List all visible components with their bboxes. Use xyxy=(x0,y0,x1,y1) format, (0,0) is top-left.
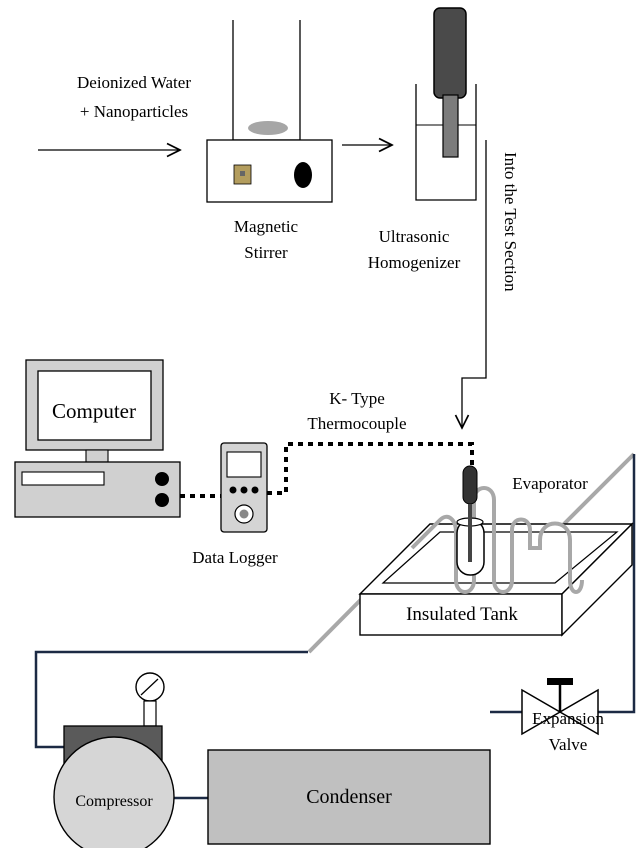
magnetic-stirrer xyxy=(206,20,333,203)
thermocouple-label-line2: Thermocouple xyxy=(307,414,406,433)
compressor xyxy=(53,672,175,848)
expansion-valve-icon xyxy=(521,678,599,736)
probe-handle xyxy=(462,465,478,505)
valve-right-triangle xyxy=(558,688,599,736)
computer: Computer xyxy=(14,359,181,518)
compressor-body xyxy=(53,736,175,848)
expansion-valve-label-line2: Valve xyxy=(549,735,588,754)
data-logger xyxy=(220,442,268,533)
stirrer-base xyxy=(206,139,333,203)
into-test-section-label: Into the Test Section xyxy=(501,152,520,292)
expansion-valve-label-line1: Expansion xyxy=(532,709,604,728)
stirrer-dial-dot xyxy=(240,171,245,176)
monitor-screen xyxy=(37,370,152,441)
stirrer-knob-icon xyxy=(294,162,312,188)
evaporator-label: Evaporator xyxy=(512,474,588,493)
insulated-tank-label: Insulated Tank xyxy=(406,604,518,625)
homogenizer-beaker xyxy=(415,84,477,201)
stirrer-label-line2: Stirrer xyxy=(244,243,288,262)
valve-left-triangle xyxy=(521,688,562,736)
compressor-label: Compressor xyxy=(75,793,153,810)
logger-dial-center xyxy=(239,509,249,519)
suction-line xyxy=(34,650,308,749)
ultrasonic-homogenizer xyxy=(415,7,477,201)
stirrer-label-line1: Magnetic xyxy=(234,217,299,236)
homogenizer-body xyxy=(433,7,467,99)
homogenizer-label-line2: Homogenizer xyxy=(368,253,461,272)
tank-opening xyxy=(381,531,619,584)
nanofluid-preparation: Deionized Water + Nanoparticles Magnetic… xyxy=(38,7,520,428)
into-test-section-arrow xyxy=(462,140,487,428)
logger-button-icon xyxy=(240,486,248,494)
homogenizer-label-line1: Ultrasonic xyxy=(379,227,450,246)
condenser xyxy=(207,749,491,845)
logger-button-icon xyxy=(251,486,259,494)
tank-side-face xyxy=(561,522,633,637)
evaporator-coil xyxy=(410,486,584,594)
water-label-line2: + Nanoparticles xyxy=(80,102,188,121)
condenser-label: Condenser xyxy=(306,786,392,808)
logger-display xyxy=(226,451,262,478)
power-button-icon xyxy=(155,472,169,486)
gauge-stem xyxy=(143,700,157,727)
disk-drive-slot xyxy=(21,471,105,486)
computer-label: Computer xyxy=(52,399,136,423)
valve-handle xyxy=(547,678,573,685)
reset-button-icon xyxy=(155,493,169,507)
liquid-line xyxy=(598,454,636,714)
gauge-needle xyxy=(140,678,159,696)
homogenizer-probe xyxy=(442,94,459,158)
water-label-line1: Deionized Water xyxy=(77,73,191,92)
thermocouple-label-line1: K- Type xyxy=(329,389,385,408)
computer-case xyxy=(14,461,181,518)
thermocouple-cable xyxy=(267,442,474,495)
stir-bar xyxy=(248,121,288,135)
thermocouple-probe xyxy=(456,465,485,576)
data-logger-label: Data Logger xyxy=(192,548,278,567)
monitor-stand xyxy=(85,449,109,463)
logger-button-icon xyxy=(229,486,237,494)
